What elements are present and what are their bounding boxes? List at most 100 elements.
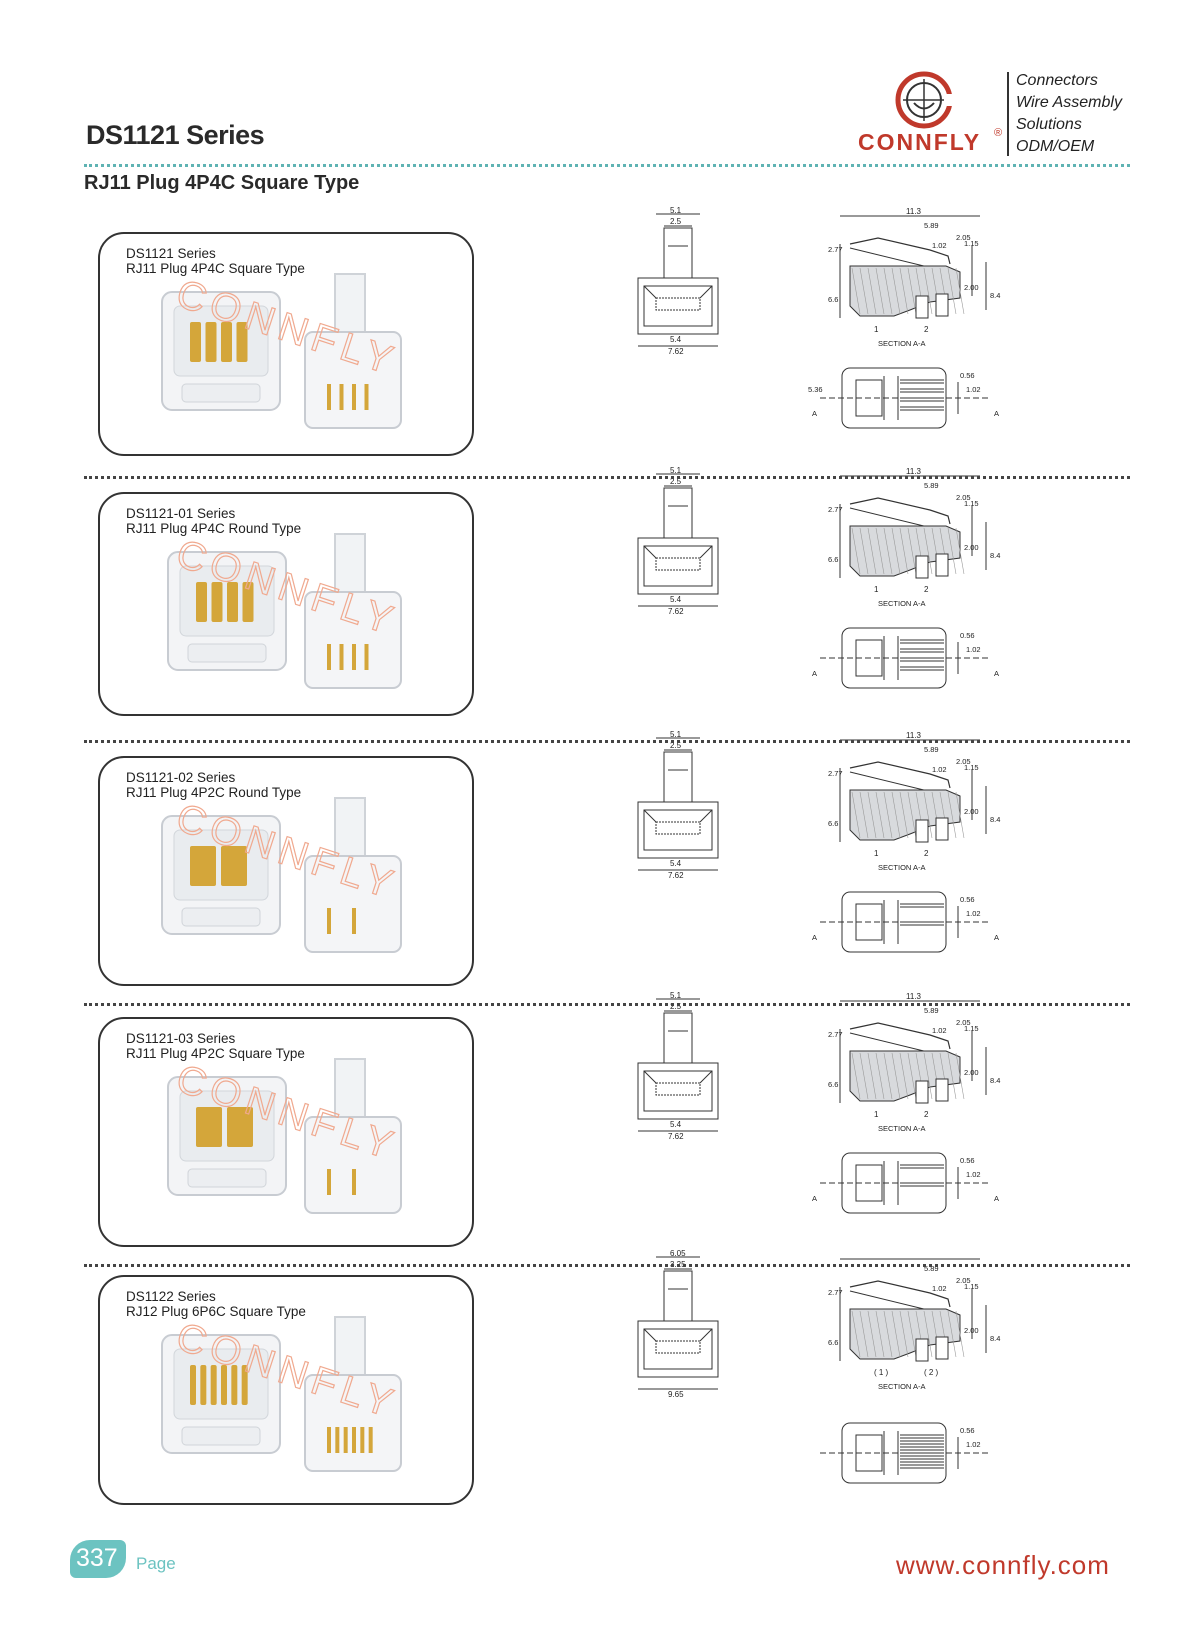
product-photo: CONNFLY <box>161 795 404 953</box>
plug-front-icon <box>167 551 287 671</box>
dimension-label: SECTION A-A <box>878 1382 926 1391</box>
dimension-label: 6.6 <box>828 819 838 828</box>
dimension-label: 1.15 <box>964 763 979 772</box>
dimension-label: 2.05 <box>956 1276 971 1285</box>
dimension-label: 2.77 <box>828 769 843 778</box>
page-label: Page <box>136 1554 176 1573</box>
svg-text:CONNFLY: CONNFLY <box>858 129 981 155</box>
section-divider <box>84 1264 1130 1267</box>
product-photo: CONNFLY <box>161 271 404 429</box>
svg-text:®: ® <box>994 127 1002 139</box>
dimension-label: 2.00 <box>964 1068 979 1077</box>
dimension-label: 7.62 <box>668 347 684 356</box>
tagline-line: Solutions <box>1016 116 1082 133</box>
brand-tagline: Connectors Wire Assembly Solutions ODM/O… <box>1016 70 1122 158</box>
dimension-label: 5.4 <box>670 1120 682 1129</box>
tagline-line: ODM/OEM <box>1016 138 1095 155</box>
dimension-label: 1.02 <box>932 241 947 250</box>
dimension-label: A <box>812 409 817 418</box>
product-type: RJ11 Plug 4P4C Round Type <box>126 521 302 536</box>
dimension-label: 9.65 <box>668 1390 684 1399</box>
dimension-label: 5.89 <box>924 221 939 230</box>
plug-rear-icon <box>304 1316 402 1472</box>
product-type: RJ11 Plug 4P2C Round Type <box>126 785 302 800</box>
plug-rear-icon <box>304 533 402 689</box>
dimension-label: 2 <box>924 585 929 594</box>
page-number: 337 <box>76 1544 118 1572</box>
page-subtitle: RJ11 Plug 4P4C Square Type <box>84 172 360 194</box>
plug-rear-icon <box>304 1058 402 1214</box>
dimension-label: 5.89 <box>924 1264 939 1273</box>
dimension-label: 5.1 <box>670 466 682 475</box>
product-series: DS1121-01 Series <box>126 506 236 521</box>
dimension-label: 2.5 <box>670 477 682 486</box>
dimension-label: 5.89 <box>924 745 939 754</box>
dimension-label: 0.56 <box>960 371 975 380</box>
dimension-label: 0.56 <box>960 1426 975 1435</box>
dimension-label: 1.15 <box>964 1282 979 1291</box>
plug-front-icon <box>167 1076 287 1196</box>
dimension-label: A <box>812 669 817 678</box>
website-url: www.connfly.com <box>896 1550 1110 1580</box>
dimension-label: 5.89 <box>924 481 939 490</box>
product-photo: CONNFLY <box>161 1314 404 1472</box>
dimension-label: 11.3 <box>906 207 922 216</box>
section-divider <box>84 1003 1130 1006</box>
plug-rear-icon <box>304 797 402 953</box>
product-photo: CONNFLY <box>167 531 404 689</box>
dimension-label: 2.5 <box>670 741 682 750</box>
dimension-label: 2 <box>924 325 929 334</box>
plug-front-icon <box>161 815 281 935</box>
dimension-label: 1.02 <box>966 645 981 654</box>
front-view-drawing: 5.12.55.47.62 <box>637 206 719 356</box>
dimension-label: 2.00 <box>964 807 979 816</box>
side-section-drawing: 5.892.051.022.776.61.152.008.4( 1 )( 2 )… <box>828 1258 1000 1391</box>
bottom-view-drawing: 0.56 1.02A A <box>812 627 999 689</box>
dimension-label: 8.4 <box>990 1334 1000 1343</box>
dimension-label: 6.6 <box>828 1338 838 1347</box>
dimension-label: 2.77 <box>828 505 843 514</box>
dimension-label: 0.56 <box>960 631 975 640</box>
dimension-label: 2.00 <box>964 1326 979 1335</box>
tagline-line: Wire Assembly <box>1016 94 1122 111</box>
dimension-label: 1.15 <box>964 239 979 248</box>
dimension-label: 1 <box>874 849 879 858</box>
dimension-label: 7.62 <box>668 1132 684 1141</box>
dimension-label: 8.4 <box>990 291 1000 300</box>
dimension-label: 6.6 <box>828 295 838 304</box>
dimension-label: 8.4 <box>990 551 1000 560</box>
dimension-label: 7.62 <box>668 607 684 616</box>
dimension-label: 2.00 <box>964 543 979 552</box>
dimension-label: 1 <box>874 1110 879 1119</box>
dimension-label: 11.3 <box>906 992 922 1001</box>
dimension-label: 1.02 <box>966 1170 981 1179</box>
dimension-label: 1.15 <box>964 499 979 508</box>
dimension-label: A <box>994 409 999 418</box>
product-series: DS1121-02 Series <box>126 770 236 785</box>
plug-rear-icon <box>304 273 402 429</box>
dimension-label: 8.4 <box>990 1076 1000 1085</box>
dimension-label: A <box>994 933 999 942</box>
dimension-label: 8.4 <box>990 815 1000 824</box>
dimension-label: 0.56 <box>960 1156 975 1165</box>
dimension-label: A <box>994 1194 999 1203</box>
dimension-label: 5.36 <box>808 385 823 394</box>
dimension-label: A <box>994 669 999 678</box>
dimension-label: 2 <box>924 849 929 858</box>
dimension-label: 5.1 <box>670 991 682 1000</box>
dimension-label: ( 1 ) <box>874 1368 889 1377</box>
dimension-label: 6.05 <box>670 1249 686 1258</box>
header-rule <box>84 164 1130 167</box>
bottom-view-drawing: 0.561.02 <box>820 1422 990 1484</box>
page-title: DS1121 Series <box>86 120 265 150</box>
dimension-label: 2.05 <box>956 1018 971 1027</box>
dimension-label: 1.15 <box>964 1024 979 1033</box>
